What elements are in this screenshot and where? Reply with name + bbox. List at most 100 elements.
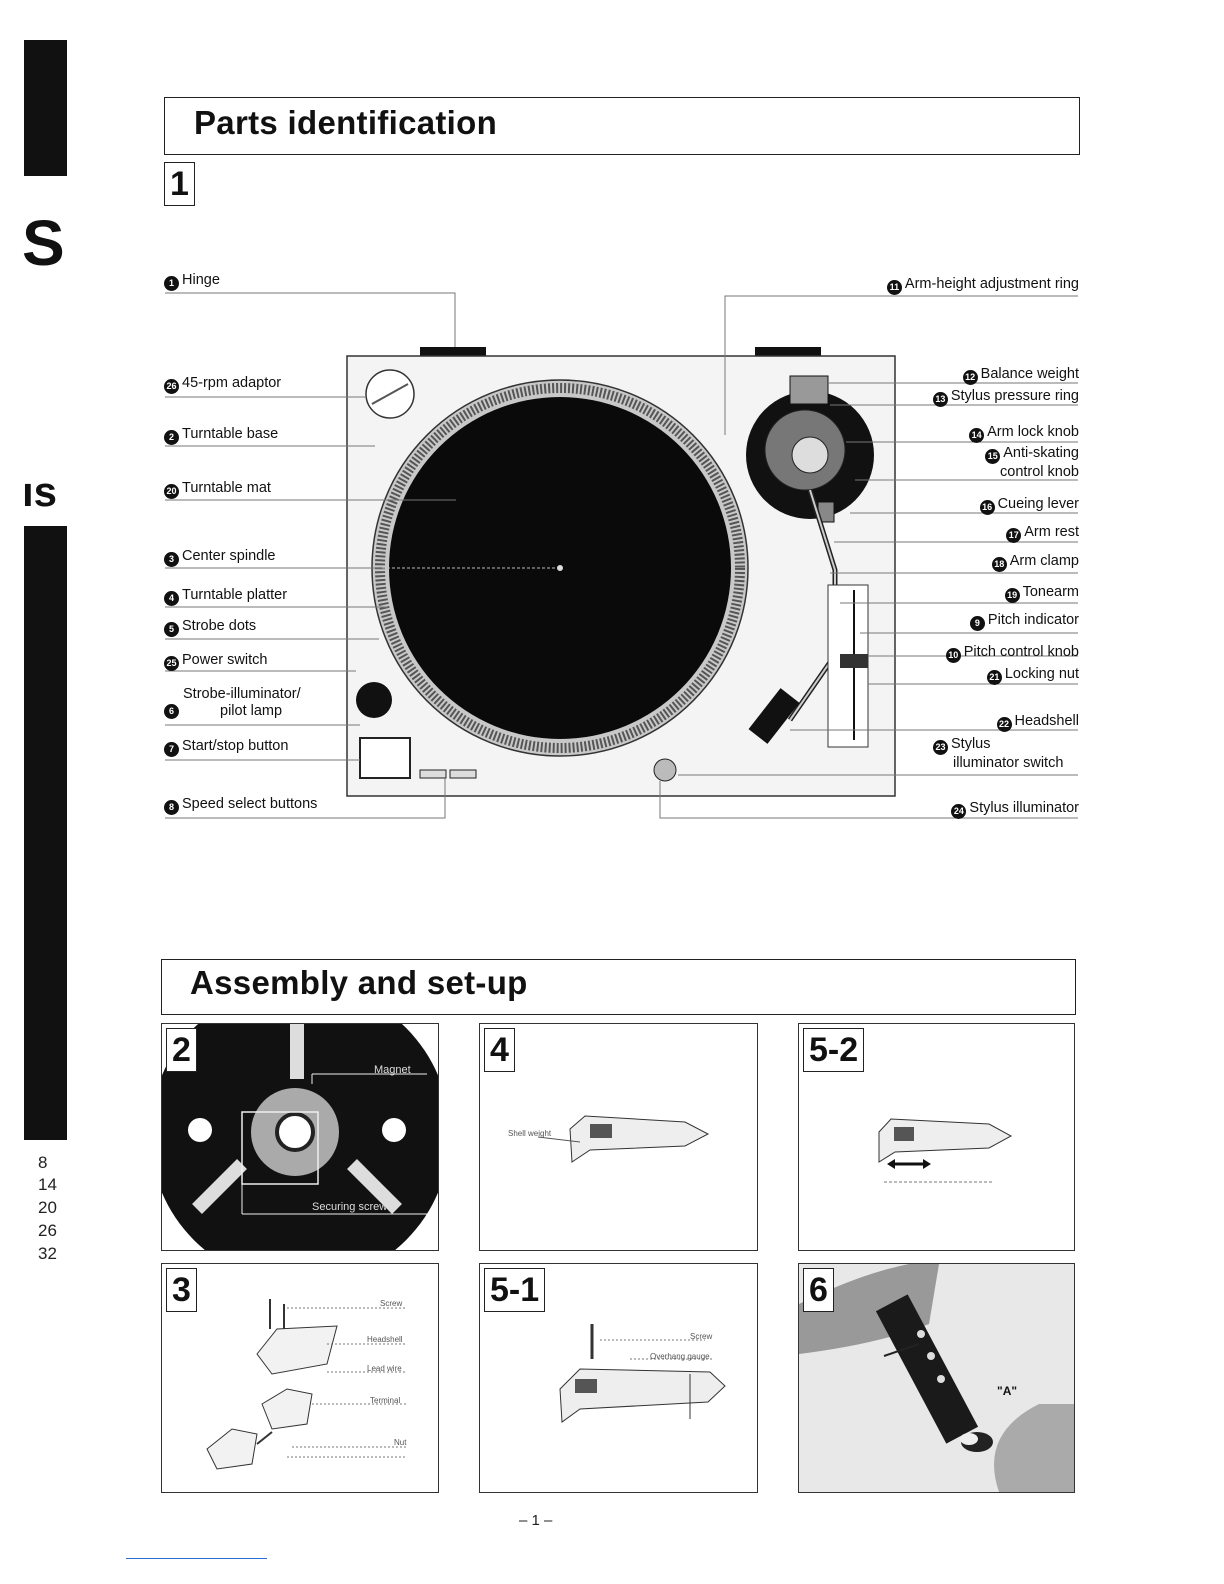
callout-number: 16: [979, 500, 995, 515]
speed-button-45: [449, 769, 477, 779]
callout-number: 19: [1004, 588, 1020, 603]
figure-5-1-illustration: [559, 1324, 726, 1423]
label-text: Turntable mat: [182, 480, 271, 496]
callout-number: 21: [986, 670, 1002, 685]
label-text: Strobe-illuminator/: [183, 686, 301, 702]
hinge-left: [420, 347, 486, 356]
label-text: Locking nut: [1004, 666, 1079, 682]
callout-number: 15: [985, 449, 1001, 464]
figure-2-label-magnet: Magnet: [374, 1064, 411, 1076]
start-stop-button: [359, 737, 411, 779]
label-text: Stylus illuminator: [969, 800, 1079, 816]
callout-number: 24: [951, 804, 967, 819]
callout-number: 13: [932, 392, 948, 407]
label-text: Arm clamp: [1009, 553, 1079, 569]
label-text-line2: illuminator switch: [953, 755, 1064, 771]
callout-number: 7: [164, 742, 179, 757]
label-text: Anti-skating: [1003, 445, 1079, 461]
edge-letter-ns: ıs: [22, 468, 58, 515]
figure-number-5-1: 5-1: [484, 1268, 546, 1312]
callout-number: 23: [933, 740, 948, 755]
figure-number-4: 4: [484, 1028, 515, 1072]
label-text: Cueing lever: [997, 496, 1079, 512]
callout-number: 10: [945, 648, 961, 663]
callout-number: 9: [969, 616, 985, 631]
figure-5-1: 5-1 Screw Overhang gauge: [479, 1263, 758, 1493]
callout-number: 22: [996, 717, 1012, 732]
figure-4: 4 Shell weight: [479, 1023, 758, 1251]
label-text-line2: control knob: [1000, 464, 1079, 480]
callout-number: 14: [969, 428, 985, 443]
turntable-diagram: [165, 292, 1078, 819]
label-text: Strobe dots: [182, 618, 257, 634]
label-text: Center spindle: [182, 548, 276, 564]
figure-2: 2 Magnet Securing screws: [161, 1023, 439, 1251]
callout-number: 11: [886, 280, 902, 295]
figure-number-1: 1: [164, 162, 195, 206]
callout-number: 4: [164, 591, 179, 606]
headshell: [748, 688, 800, 744]
label-text: Start/stop button: [182, 738, 289, 754]
callout-number: 3: [164, 552, 179, 567]
figure-number-6: 6: [803, 1268, 834, 1312]
label-text: Speed select buttons: [182, 796, 318, 812]
callout-number: 17: [1006, 528, 1022, 543]
figure-6-label-a: "A": [997, 1384, 1018, 1398]
label-text: Tonearm: [1022, 584, 1079, 600]
figure-2-illustration: [162, 1024, 438, 1250]
figure-3-label-nut: Nut: [394, 1438, 407, 1447]
label-text-line2: pilot lamp: [220, 703, 283, 719]
figure-5-1-label-overhang-gauge: Overhang gauge: [650, 1352, 710, 1361]
figure-5-2-illustration: [878, 1118, 1013, 1183]
callout-number: 2: [164, 430, 179, 445]
figure-number-5-2: 5-2: [803, 1028, 865, 1072]
label-text: Arm rest: [1024, 524, 1079, 540]
toc-number: 20: [38, 1198, 57, 1217]
parts-identification-header-box: [164, 97, 1080, 155]
figure-3-label-headshell: Headshell: [367, 1335, 403, 1344]
assembly-header-box: [161, 959, 1076, 1015]
figure-number-2: 2: [166, 1028, 197, 1072]
figure-3-label-screw: Screw: [380, 1299, 403, 1308]
callout-number: 18: [991, 557, 1007, 572]
parts-identification-title: Parts identification: [194, 104, 498, 141]
label-text: Turntable platter: [182, 587, 288, 603]
callout-number: 1: [164, 276, 179, 291]
label-text: Arm lock knob: [987, 424, 1079, 440]
figure-4-illustration: [537, 1115, 710, 1163]
label-text: Pitch control knob: [963, 644, 1079, 660]
callout-number: 12: [962, 370, 978, 385]
power-switch: [356, 682, 392, 718]
label-text: Arm-height adjustment ring: [904, 276, 1079, 292]
callout-number: 26: [164, 379, 179, 394]
label-text: Balance weight: [980, 366, 1079, 382]
toc-number: 26: [38, 1221, 57, 1240]
balance-weight: [789, 375, 829, 405]
figure-3-label-lead-wire: Lead wire: [367, 1364, 402, 1373]
label-text: Pitch indicator: [987, 612, 1079, 628]
callout-number: 5: [164, 622, 179, 637]
callout-number: 20: [164, 484, 179, 499]
label-text: Headshell: [1014, 713, 1080, 729]
figure-4-label-shell-weight: Shell weight: [508, 1129, 552, 1138]
page-number: – 1 –: [519, 1512, 553, 1529]
label-strobe-illuminator: 6 Strobe-illuminator/ pilot lamp: [164, 686, 301, 720]
edge-letter-s: S: [22, 207, 65, 279]
